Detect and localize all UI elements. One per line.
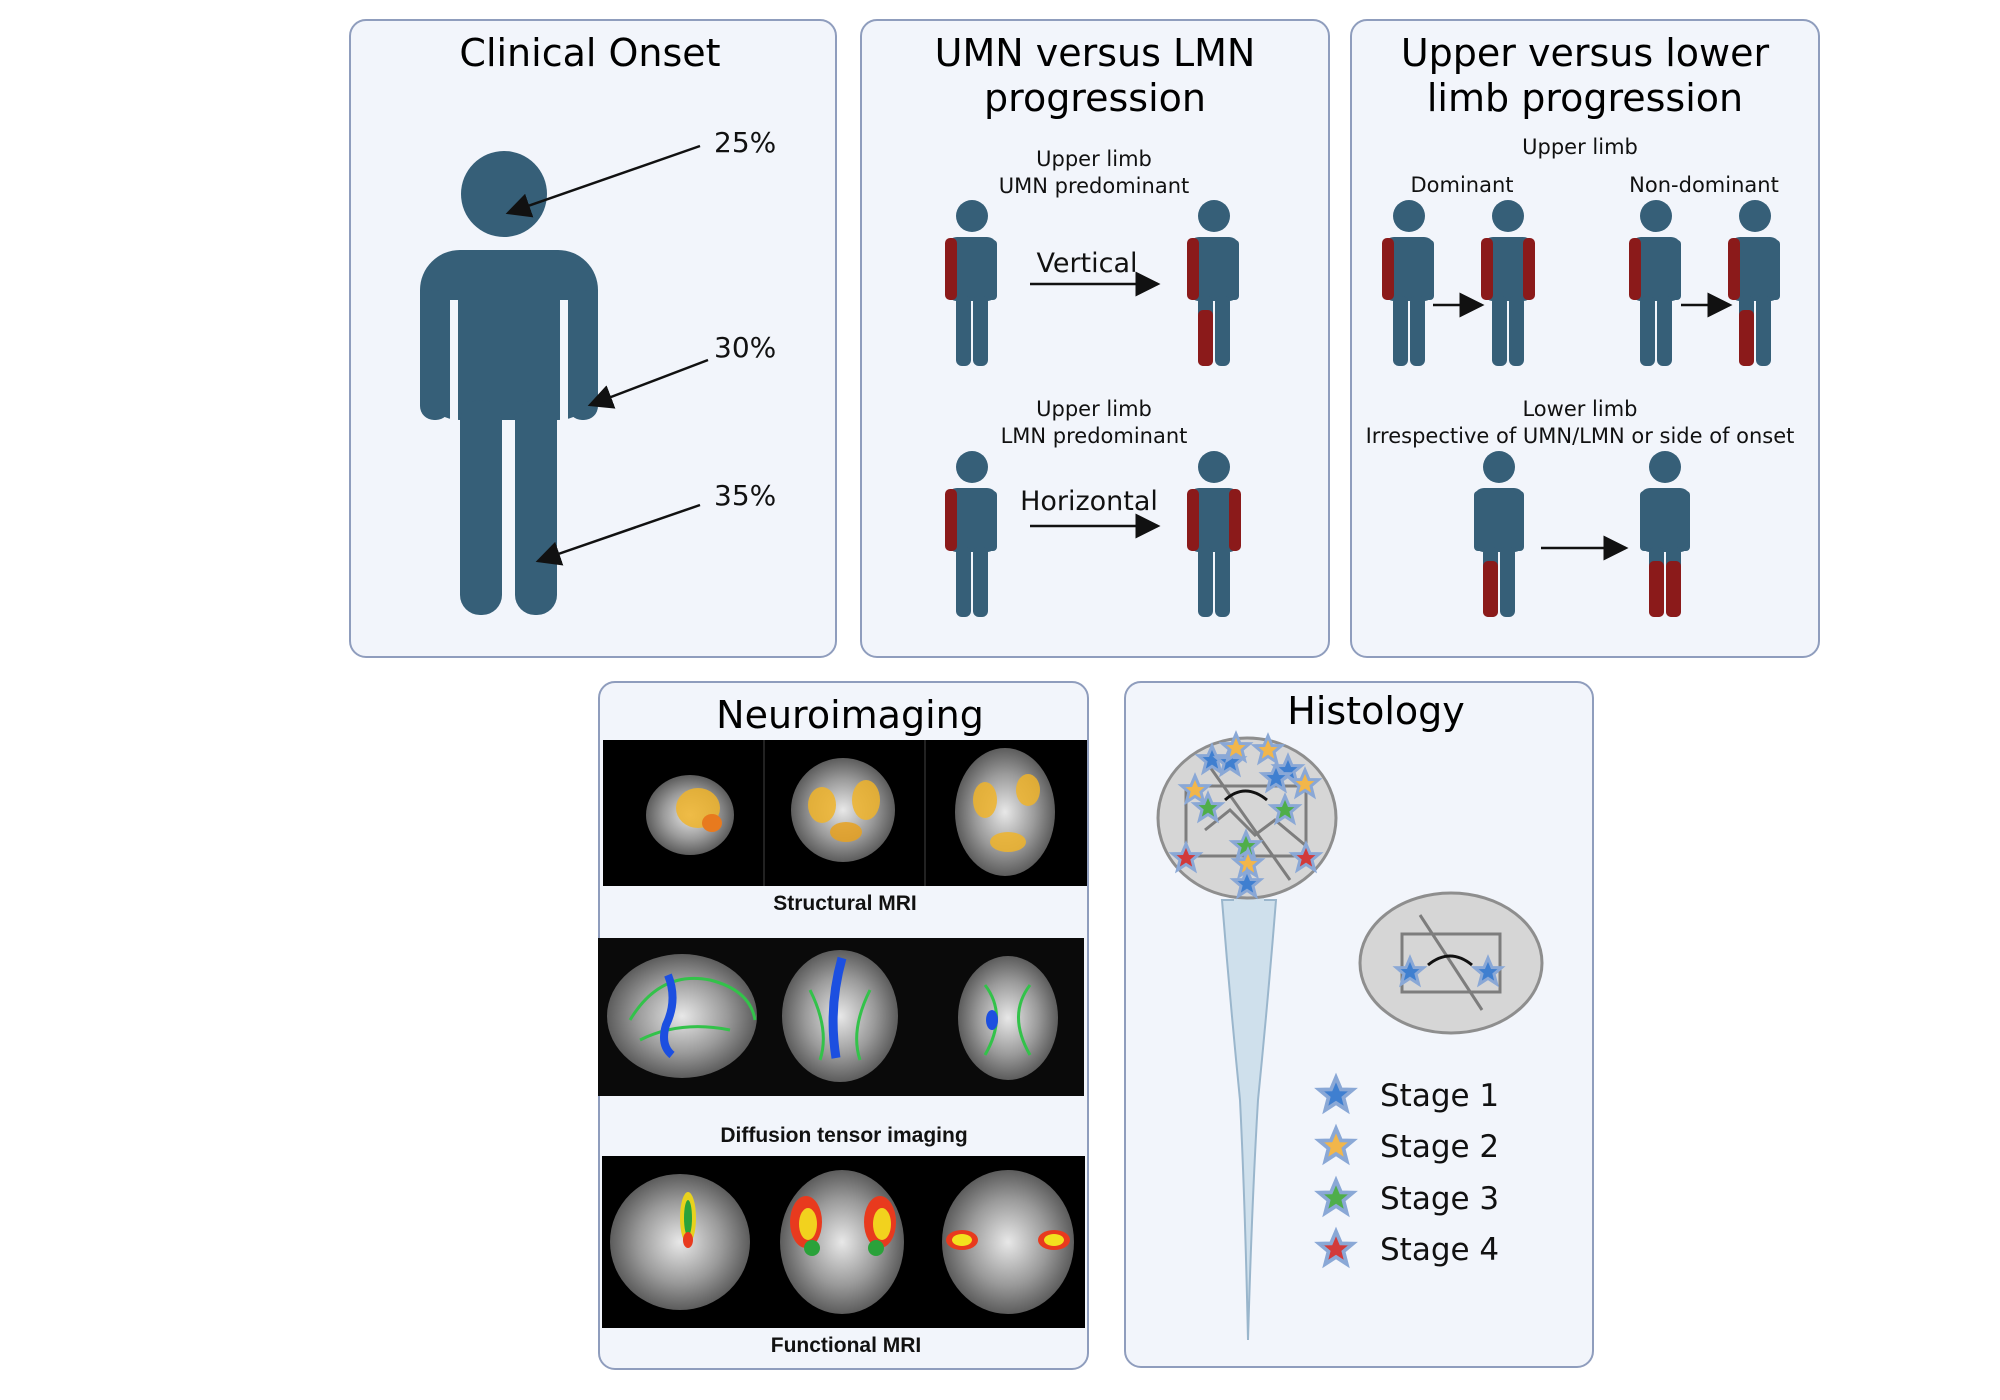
umn-label-line2: UMN predominant — [999, 174, 1190, 198]
leg-onset-arrow — [535, 503, 701, 566]
upper-limb-label: Upper limb — [1522, 135, 1638, 159]
arm-onset-arrow — [587, 358, 709, 409]
histology-panel: Histology — [1124, 681, 1594, 1368]
legend-stage2-label: Stage 2 — [1380, 1129, 1499, 1165]
umn-lmn-panel: UMN versus LMN progression Upper limb UM… — [860, 19, 1330, 658]
leg-onset-percent: 35% — [714, 479, 776, 512]
upper-lower-title-line2: limb progression — [1427, 76, 1743, 120]
upper-lower-panel: Upper versus lower limb progression Uppe… — [1350, 19, 1820, 658]
dti-caption: Diffusion tensor imaging — [720, 1124, 967, 1147]
umn-label-line1: Upper limb — [1036, 147, 1152, 171]
legend-stage4-label: Stage 4 — [1380, 1232, 1499, 1268]
umn-arrow-label: Vertical — [1036, 248, 1137, 279]
lmn-label-line1: Upper limb — [1036, 397, 1152, 421]
lower-limb-label-line1: Lower limb — [1522, 397, 1637, 421]
structural-mri-image — [603, 740, 1087, 886]
clinical-onset-panel: Clinical Onset 25% 30% 35% — [349, 19, 837, 658]
brain-section-small — [1358, 891, 1544, 1035]
spinal-cord-shape — [1220, 890, 1278, 1341]
neuroimaging-title: Neuroimaging — [716, 693, 984, 737]
head-onset-arrow — [505, 144, 701, 218]
arm-onset-percent: 30% — [714, 331, 776, 364]
legend-stage3-label: Stage 3 — [1380, 1181, 1499, 1217]
umn-lmn-title-line1: UMN versus LMN — [935, 31, 1256, 75]
upper-lower-title-line1: Upper versus lower — [1401, 31, 1770, 75]
neuroimaging-panel: Neuroimaging Structural MRI — [598, 681, 1089, 1370]
fmri-caption: Functional MRI — [771, 1334, 922, 1357]
clinical-onset-title: Clinical Onset — [459, 31, 720, 75]
head-onset-percent: 25% — [714, 126, 776, 159]
lower-limb-label-line2: Irrespective of UMN/LMN or side of onset — [1366, 424, 1795, 448]
dominant-label: Dominant — [1410, 173, 1513, 197]
lmn-label-line2: LMN predominant — [1001, 424, 1188, 448]
functional-mri-image — [602, 1156, 1085, 1328]
non-dominant-label: Non-dominant — [1629, 173, 1779, 197]
diffusion-tensor-image — [598, 938, 1084, 1096]
histology-title: Histology — [1287, 689, 1465, 733]
histology-legend: Stage 1 Stage 2 Stage 3 Stage 4 — [1317, 1075, 1499, 1268]
umn-lmn-title-line2: progression — [984, 76, 1206, 120]
lmn-arrow-label: Horizontal — [1020, 486, 1158, 517]
structural-mri-caption: Structural MRI — [773, 892, 917, 915]
legend-stage1-label: Stage 1 — [1380, 1078, 1499, 1114]
